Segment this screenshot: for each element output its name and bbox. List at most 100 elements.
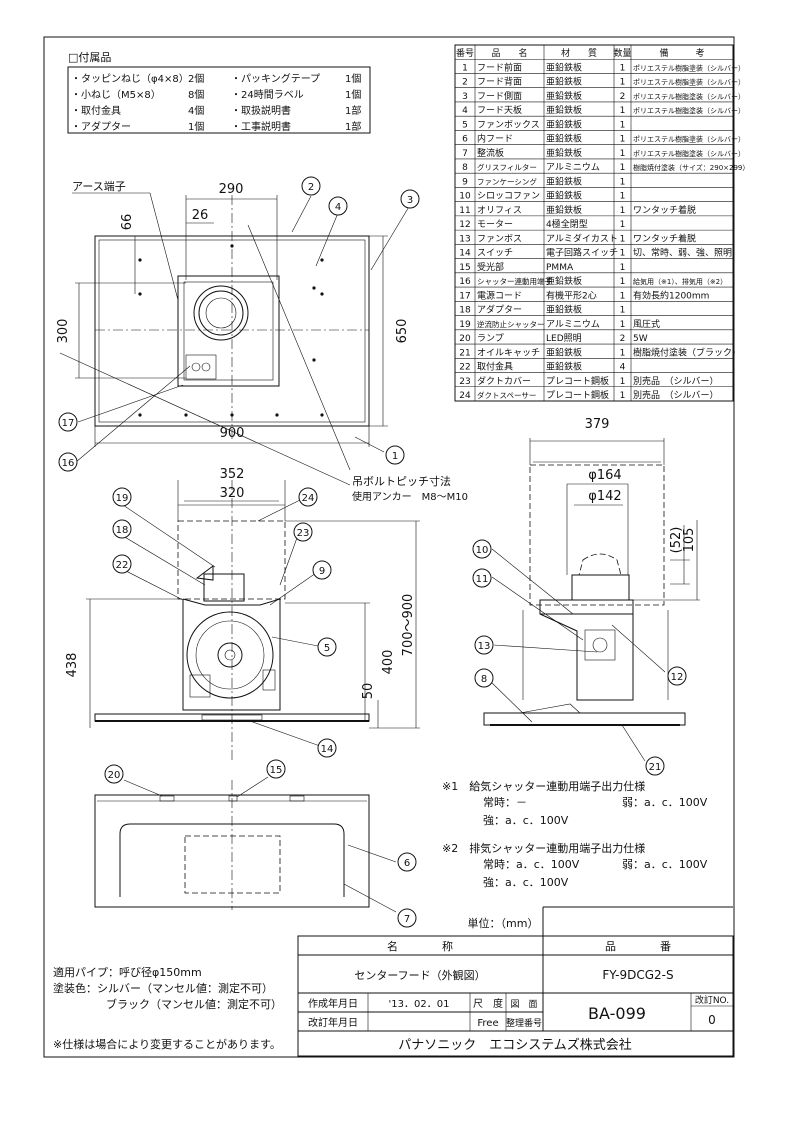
balloon-circle	[298, 487, 318, 507]
part-number: 16	[459, 277, 471, 287]
part-remarks: 風圧式	[633, 318, 660, 330]
balloon-circle	[645, 756, 665, 776]
balloon-circle	[385, 445, 405, 465]
duct-circle-outer	[193, 285, 249, 341]
part-material: 亜鉛鉄板	[546, 304, 582, 316]
part-qty: 2	[620, 92, 626, 102]
part-qty: 1	[620, 206, 626, 216]
drawing-label-1: 図 面	[510, 999, 537, 1010]
part-number: 13	[459, 234, 470, 244]
part-remarks: ワンタッチ着脱	[633, 232, 696, 244]
part-name: ランプ	[477, 333, 504, 344]
part-remarks: ポリエステル樹脂塗装（シルバー）	[633, 63, 745, 72]
part-remarks: ポリエステル樹脂塗装（シルバー）	[633, 78, 745, 87]
balloon-label: 24	[302, 493, 315, 504]
dim-d164: φ164	[588, 468, 621, 483]
created-date: '13．02．01	[389, 999, 450, 1010]
balloon-label: 6	[404, 858, 410, 869]
part-name: グリスフィルター	[477, 162, 537, 172]
part-number: 24	[459, 391, 471, 401]
part-remarks: 5W	[633, 334, 648, 344]
part-material: 亜鉛鉄板	[546, 61, 582, 73]
part-remarks: ワンタッチ着脱	[633, 204, 696, 216]
part-number: 14	[459, 249, 471, 259]
note2-a: 常時：a．c．100V	[483, 858, 580, 871]
part-qty: 1	[620, 106, 626, 116]
drawing-label-2: 整理番号	[506, 1017, 542, 1029]
balloon-circle	[317, 637, 337, 657]
balloon-label: 4	[335, 202, 341, 213]
part-number: 5	[462, 120, 468, 130]
parts-header: 番号	[456, 47, 474, 59]
paint-note-1: 塗装色：シルバー（マンセル値：測定不可）	[53, 981, 273, 995]
accessory-qty: 1個	[345, 88, 361, 101]
balloon-circle	[112, 519, 132, 539]
part-number: 8	[462, 163, 468, 173]
part-qty: 1	[620, 177, 626, 187]
part-name: フード背面	[477, 76, 522, 88]
part-remarks: ポリエステル樹脂塗装（シルバー）	[633, 149, 745, 158]
earth-terminal-label: アース端子	[72, 180, 126, 193]
part-material: 4極全閉型	[546, 218, 588, 230]
balloon-circle	[104, 764, 124, 784]
paint-note-2: ブラック（マンセル値：測定不可）	[106, 997, 282, 1011]
balloon-label: 8	[481, 674, 487, 685]
part-name: 内フード	[477, 133, 513, 145]
part-number: 21	[459, 348, 470, 358]
top-view: 290 26 66 300 650 900 アース端子	[56, 180, 411, 486]
balloon-circle	[112, 554, 132, 574]
part-qty: 1	[620, 320, 626, 330]
title-block: 単位：（mm） 名 称 品 番 センターフード（外観図） FY-9DCG2-S …	[297, 906, 734, 1057]
note1-title: ※1 給気シャッター連動用端子出力仕様	[442, 779, 645, 793]
part-material: 亜鉛鉄板	[546, 275, 582, 287]
dim-352: 352	[220, 467, 245, 482]
balloon-label: 5	[324, 643, 330, 654]
revision-label: 改訂NO.	[695, 994, 729, 1006]
part-qty: 1	[620, 263, 626, 273]
balloon-circle	[397, 908, 417, 928]
accessory-qty: 8個	[188, 88, 204, 101]
accessory-qty: 1部	[345, 120, 361, 133]
dim-50: 50	[361, 683, 376, 700]
part-remarks: 樹脂焼付塗装（ブラック）	[633, 346, 741, 358]
part-qty: 1	[620, 391, 626, 401]
side-view: 379 φ164 φ142 (52) 105	[483, 417, 700, 762]
note1-b: 弱：a．c．100V	[622, 796, 708, 809]
balloon-label: 12	[671, 672, 684, 683]
part-number: 7	[462, 149, 468, 159]
note2-title: ※2 排気シャッター連動用端子出力仕様	[442, 841, 645, 855]
dim-700-900: 700～900	[401, 594, 416, 657]
balloon-label: 13	[478, 641, 491, 652]
balloon-label: 11	[476, 574, 489, 585]
part-material: 亜鉛鉄板	[546, 90, 582, 102]
part-qty: 1	[620, 249, 626, 259]
bolt-pitch-title: 吊ボルトピッチ寸法	[352, 474, 451, 488]
part-material: 亜鉛鉄板	[546, 361, 582, 373]
drawing-number: BA-099	[588, 1004, 646, 1023]
dim-290: 290	[219, 182, 244, 197]
part-qty: 1	[620, 377, 626, 387]
accessory-qty: 1部	[345, 104, 361, 117]
part-name: アダプター	[477, 304, 522, 316]
accessory-qty: 1個	[345, 72, 361, 85]
part-qty: 1	[620, 277, 626, 287]
part-name: オイルキャッチ	[477, 347, 540, 358]
part-number: 1	[462, 63, 468, 73]
part-remarks: 切、常時、弱、強、照明	[633, 247, 732, 259]
dim-650: 650	[395, 319, 410, 344]
accessory-item: ・タッピンねじ（φ4×8）	[71, 73, 189, 85]
part-name: スイッチ	[477, 248, 513, 259]
balloon-circle	[472, 539, 492, 559]
part-number: 11	[459, 206, 470, 216]
part-qty: 1	[620, 135, 626, 145]
part-name: 取付金具	[477, 361, 513, 373]
balloon-label: 10	[476, 545, 489, 556]
part-name: ダクトカバー	[477, 375, 531, 387]
part-material: 亜鉛鉄板	[546, 175, 582, 187]
balloon-label: 2	[308, 182, 314, 193]
balloon-label: 3	[407, 195, 413, 206]
part-name: シャッター連動用端子	[477, 276, 552, 286]
part-name: フード前面	[477, 61, 522, 73]
